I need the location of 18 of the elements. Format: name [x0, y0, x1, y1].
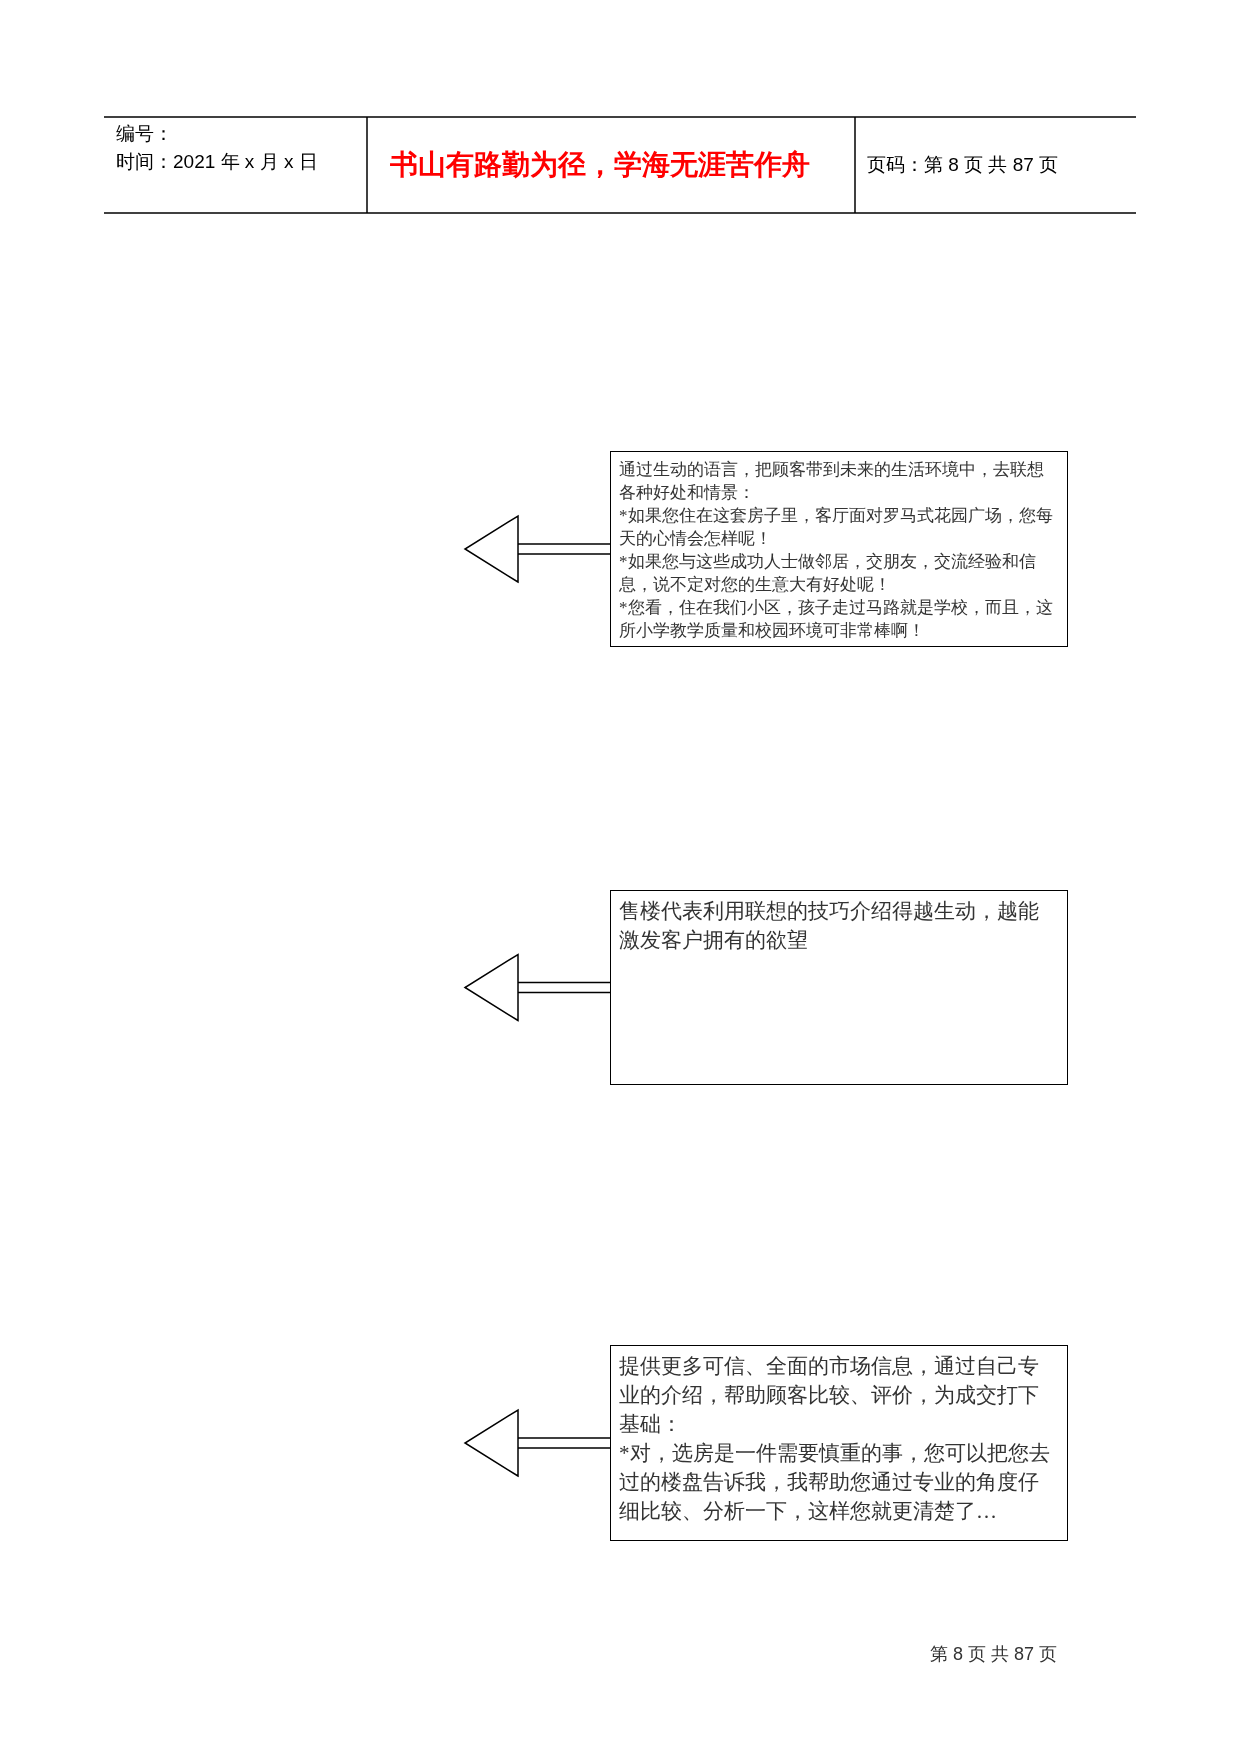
header-motto: 书山有路勤为径，学海无涯苦作舟	[390, 148, 810, 182]
text-box	[610, 890, 1068, 1085]
text-box	[610, 451, 1068, 647]
block-arrow	[464, 953, 611, 1022]
text-box	[610, 1345, 1068, 1541]
box-text: *如果您与这些成功人士做邻居，交朋友，交流经验和信息，说不定对您的生意大有好处呢！	[619, 551, 1037, 596]
header-field: 编号：	[116, 121, 173, 147]
box-text: *如果您住在这套房子里，客厅面对罗马式花园广场，您每天的心情会怎样呢！	[619, 505, 1054, 550]
page-number: 页码：第 8 页 共 87 页	[867, 153, 1059, 177]
box-text: 通过生动的语言，把顾客带到未来的生活环境中，去联想各种好处和情景：	[619, 459, 1045, 504]
box-text: 提供更多可信、全面的市场信息，通过自己专业的介绍，帮助顾客比较、评价，为成交打下基础：	[619, 1353, 1040, 1438]
block-arrow	[464, 515, 611, 583]
page-footer: 第 8 页 共 87 页	[930, 1642, 1058, 1666]
box-text: *对，选房是一件需要慎重的事，您可以把您去过的楼盘告诉我，我帮助您通过专业的角度仔细比较、分析一下，这样您就更清楚了…	[619, 1440, 1051, 1525]
block-arrow	[464, 1409, 611, 1477]
header-field: 时间：2021 年 x 月 x 日	[116, 149, 318, 175]
box-text: *您看，住在我们小区，孩子走过马路就是学校，而且，这所小学教学质量和校园环境可非常棒啊！	[619, 597, 1054, 642]
box-text: 售楼代表利用联想的技巧介绍得越生动，越能激发客户拥有的欲望	[619, 898, 1040, 954]
